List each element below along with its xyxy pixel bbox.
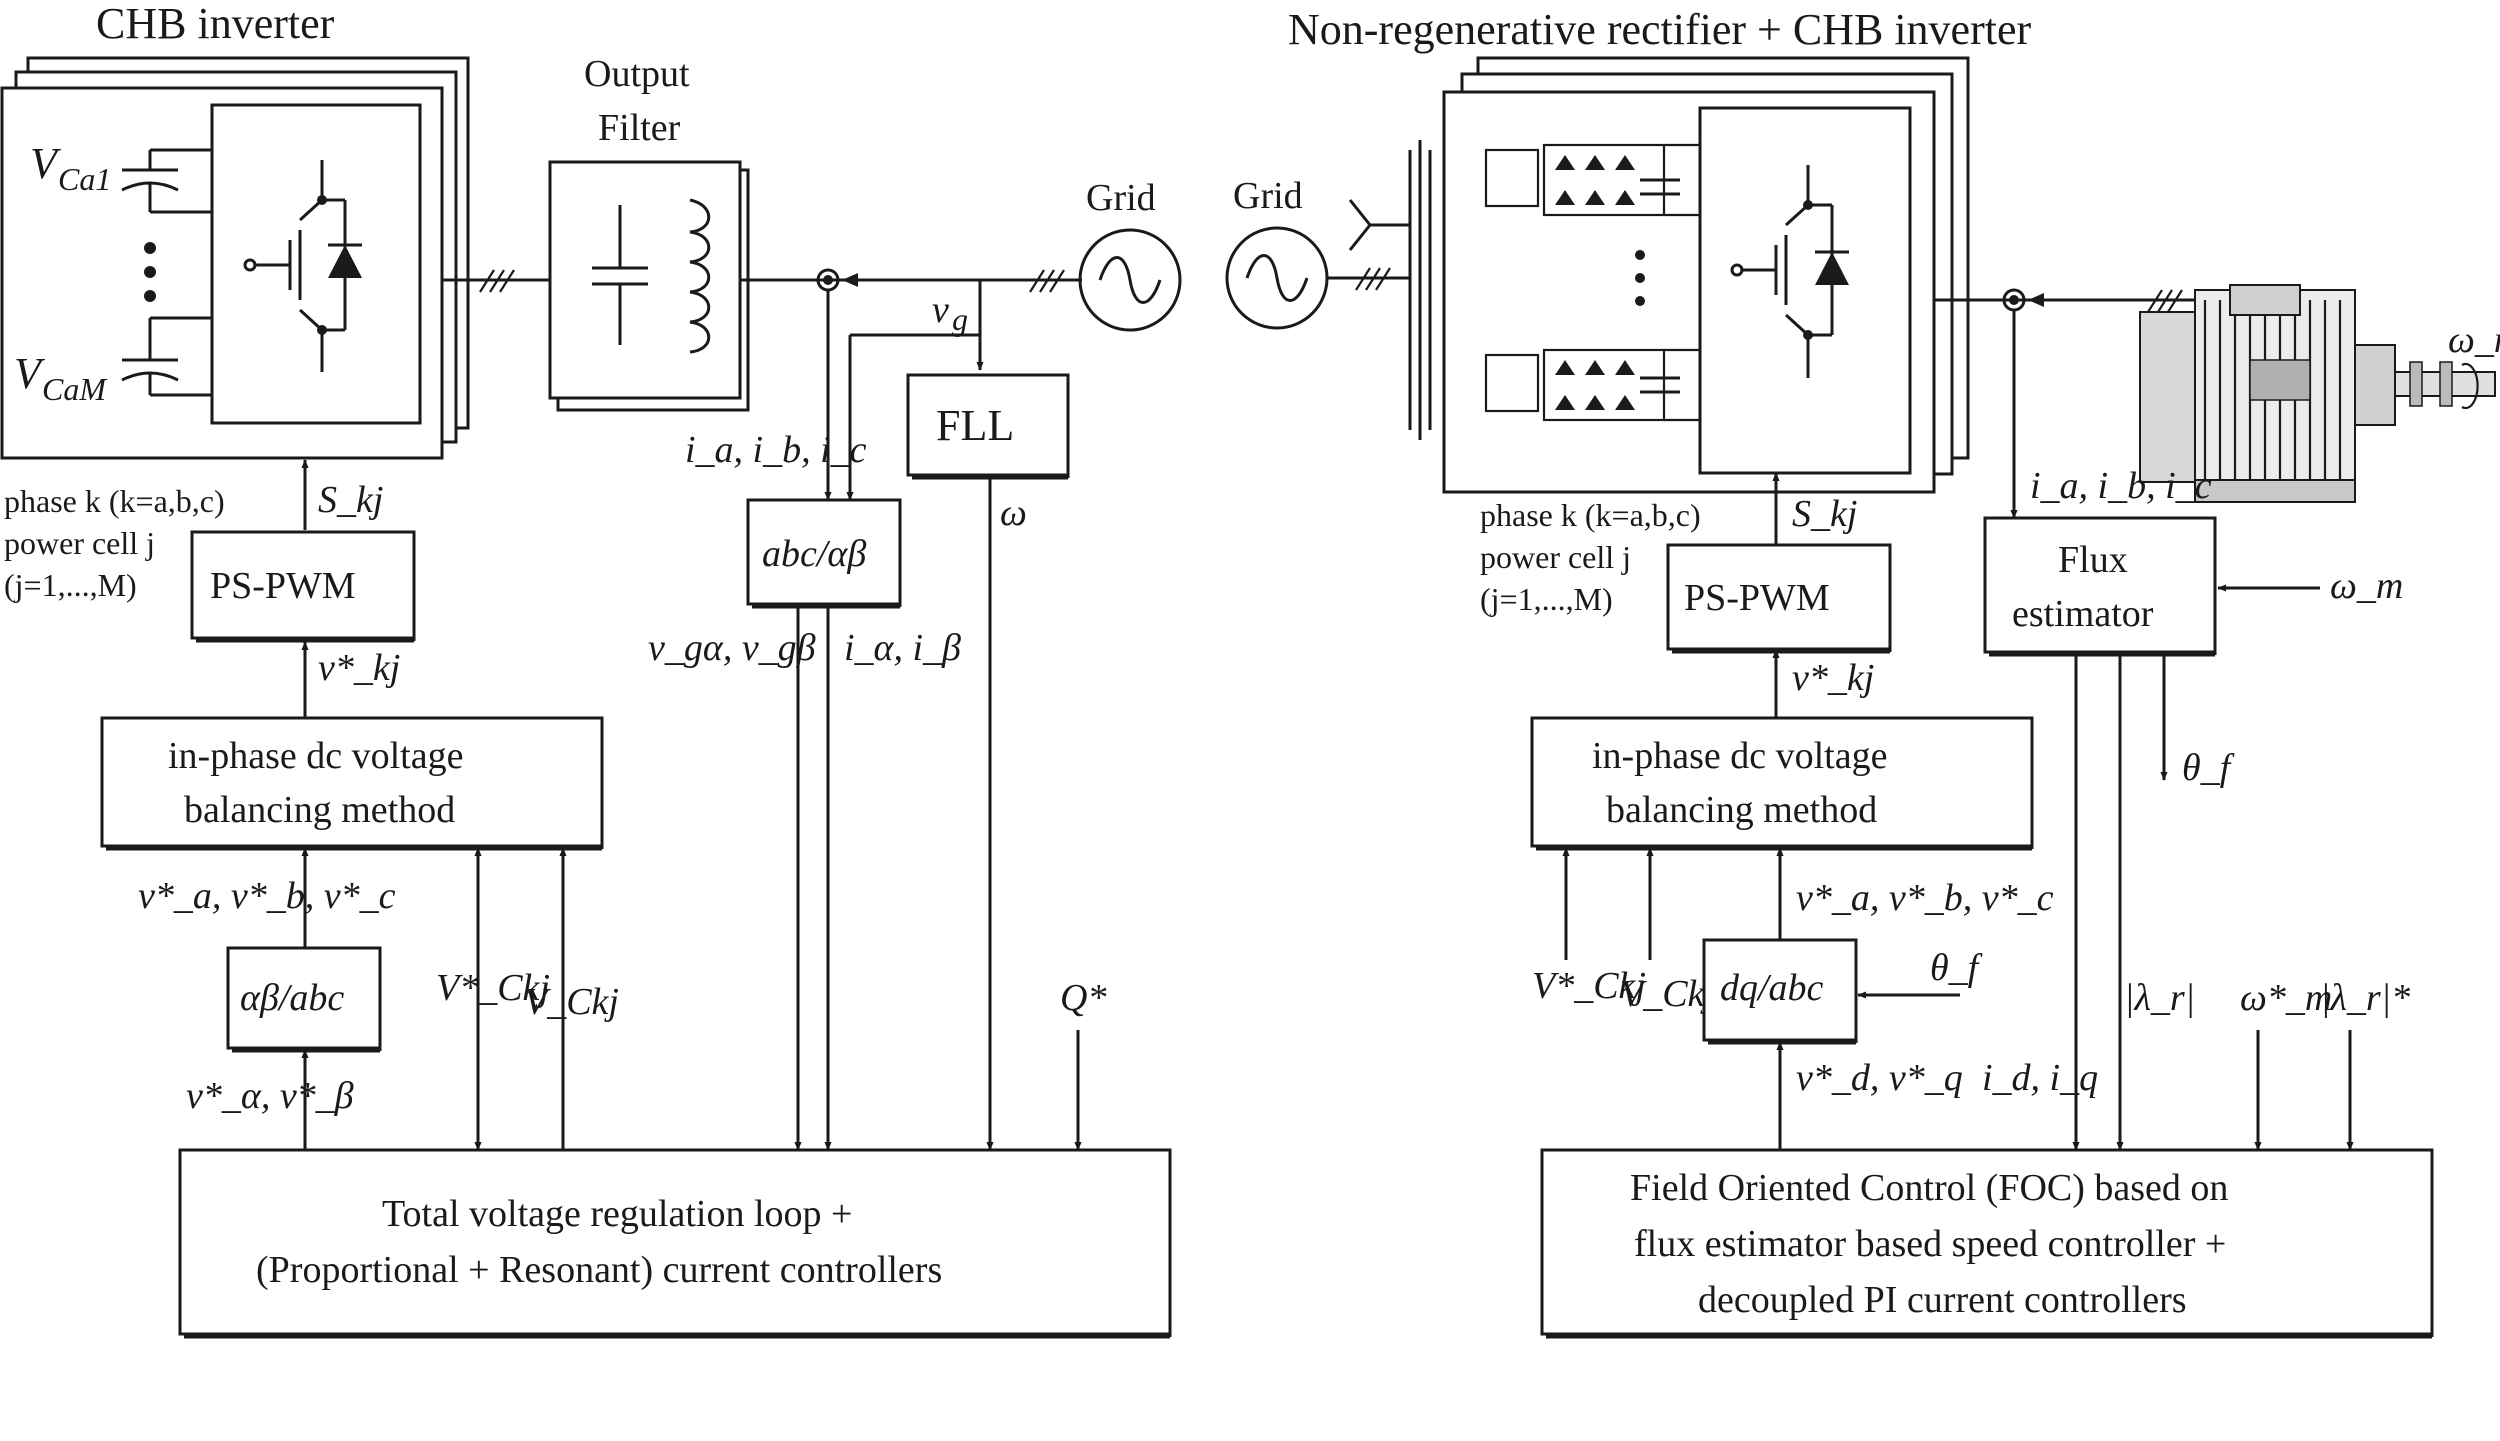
ellipsis-dot — [144, 242, 156, 254]
lambda-r-ref-label: |λ_r|* — [2320, 977, 2410, 1019]
phase-k-label-right: phase k (k=a,b,c) — [1480, 497, 1701, 533]
capacitor-bottom-icon — [121, 316, 212, 397]
foc-label-3: decoupled PI current controllers — [1698, 1279, 2187, 1321]
capacitor-top-icon — [121, 148, 212, 214]
abc-alphabeta-label: abc/αβ — [762, 533, 866, 575]
balancing-label-2-left: balancing method — [184, 789, 455, 831]
output-filter-label-1: Output — [584, 53, 690, 95]
power-cell-label-left: power cell j — [4, 525, 155, 561]
vg-alphabeta-label: v_gα, v_gβ — [648, 627, 816, 669]
q-ref-label: Q* — [1060, 977, 1106, 1019]
theta-f-label: θ_f — [2182, 747, 2235, 789]
skj-label-left: S_kj — [318, 479, 383, 521]
foc-label-2: flux estimator based speed controller + — [1634, 1223, 2226, 1265]
right-system: Non-regenerative rectifier + CHB inverte… — [1225, 5, 2500, 1339]
grid-label-right: Grid — [1233, 175, 1303, 217]
induction-motor-icon — [2139, 284, 2496, 503]
diode-bridge-top-icon — [1484, 143, 1700, 217]
rectifier-inverter-title: Non-regenerative rectifier + CHB inverte… — [1288, 5, 2031, 54]
vg-label: v g — [932, 289, 968, 337]
i-alphabeta-label: i_α, i_β — [844, 627, 961, 669]
omega-m-ref-label: ω*_m — [2240, 977, 2332, 1019]
vckj-label-left: V_Ckj — [524, 981, 619, 1023]
fll-block — [906, 373, 1070, 477]
foc-block — [1540, 1148, 2434, 1336]
balancing-label-1-left: in-phase dc voltage — [168, 735, 463, 777]
balancing-label-1-right: in-phase dc voltage — [1592, 735, 1887, 777]
vca1-label: V Ca1 — [30, 139, 111, 197]
ac-source-icon — [1078, 228, 1182, 332]
controller-label-2: (Proportional + Resonant) current contro… — [256, 1249, 942, 1291]
valpha-beta-ref-label: v*_α, v*_β — [186, 1075, 354, 1117]
theta-f-input-label: θ_f — [1930, 947, 1983, 989]
power-cell-label-right: power cell j — [1480, 539, 1631, 575]
current-controller-block — [178, 1148, 1172, 1336]
alphabeta-to-abc-block — [226, 946, 382, 1050]
svg-text:CaM: CaM — [42, 371, 108, 407]
fll-label: FLL — [936, 401, 1014, 450]
igbt-icon — [243, 160, 362, 372]
output-filter-label-2: Filter — [598, 107, 681, 149]
filter-lc-icon — [592, 198, 711, 354]
diode-bridge-bottom-icon — [1484, 348, 1700, 422]
dq-abc-label: dq/abc — [1720, 967, 1824, 1009]
dq-to-abc-block — [1702, 938, 1858, 1042]
pspwm-block-left — [190, 530, 416, 640]
iabc-label-left: i_a, i_b, i_c — [685, 429, 867, 471]
controller-label-1: Total voltage regulation loop + — [382, 1193, 852, 1235]
vkj-label-right: v*_kj — [1792, 657, 1874, 699]
chb-inverter-title: CHB inverter — [96, 0, 335, 48]
vabc-ref-label-left: v*_a, v*_b, v*_c — [138, 875, 396, 917]
flux-estimator-label-2: estimator — [2012, 593, 2154, 635]
foc-label-1: Field Oriented Control (FOC) based on — [1630, 1167, 2228, 1209]
omega-label: ω — [1000, 492, 1027, 534]
svg-text:V: V — [14, 349, 46, 398]
vkj-label-left: v*_kj — [318, 647, 400, 689]
skj-label-right: S_kj — [1792, 493, 1857, 535]
j-range-label-left: (j=1,...,M) — [4, 567, 137, 603]
balancing-block-left — [100, 716, 604, 848]
lambda-r-label: |λ_r| — [2124, 977, 2195, 1019]
rotation-arrow-icon — [2461, 362, 2479, 410]
j-range-label-right: (j=1,...,M) — [1480, 581, 1613, 617]
svg-text:g: g — [952, 301, 968, 337]
rectifier-chb-stack — [1442, 56, 1970, 494]
omega-m-label: ω_m — [2448, 319, 2500, 361]
left-system: CHB inverter — [0, 0, 1182, 1339]
vckj-label-right: V_Ckj — [1620, 973, 1715, 1015]
pspwm-label-left: PS-PWM — [210, 565, 356, 607]
vckj-ref-label-left: V*_Ckj — [436, 967, 550, 1009]
iabc-label-right: i_a, i_b, i_c — [2030, 465, 2212, 507]
transformer-icon — [1348, 140, 1432, 440]
abc-to-alphabeta-block — [746, 498, 902, 606]
svg-text:v: v — [932, 289, 949, 331]
svg-text:Ca1: Ca1 — [58, 161, 111, 197]
vckj-ref-label-right: V*_Ckj — [1532, 965, 1646, 1007]
vdq-ref-label: v*_d, v*_q — [1796, 1057, 1963, 1099]
igbt-icon-right — [1730, 165, 1849, 378]
vcam-label: V CaM — [14, 349, 108, 407]
id-iq-label: i_d, i_q — [1982, 1057, 2098, 1099]
balancing-block-right — [1530, 716, 2034, 848]
alphabeta-abc-label: αβ/abc — [240, 977, 344, 1019]
balancing-label-2-right: balancing method — [1606, 789, 1877, 831]
chb-cell-stack — [0, 56, 470, 460]
ac-source-icon-right — [1225, 226, 1329, 330]
phase-k-label-left: phase k (k=a,b,c) — [4, 483, 225, 519]
svg-text:V: V — [30, 139, 62, 188]
vabc-ref-label-right: v*_a, v*_b, v*_c — [1796, 877, 2054, 919]
flux-estimator-label-1: Flux — [2058, 539, 2128, 581]
pspwm-label-right: PS-PWM — [1684, 577, 1830, 619]
omega-m-input-label: ω_m — [2330, 565, 2403, 607]
grid-label-left: Grid — [1086, 177, 1156, 219]
